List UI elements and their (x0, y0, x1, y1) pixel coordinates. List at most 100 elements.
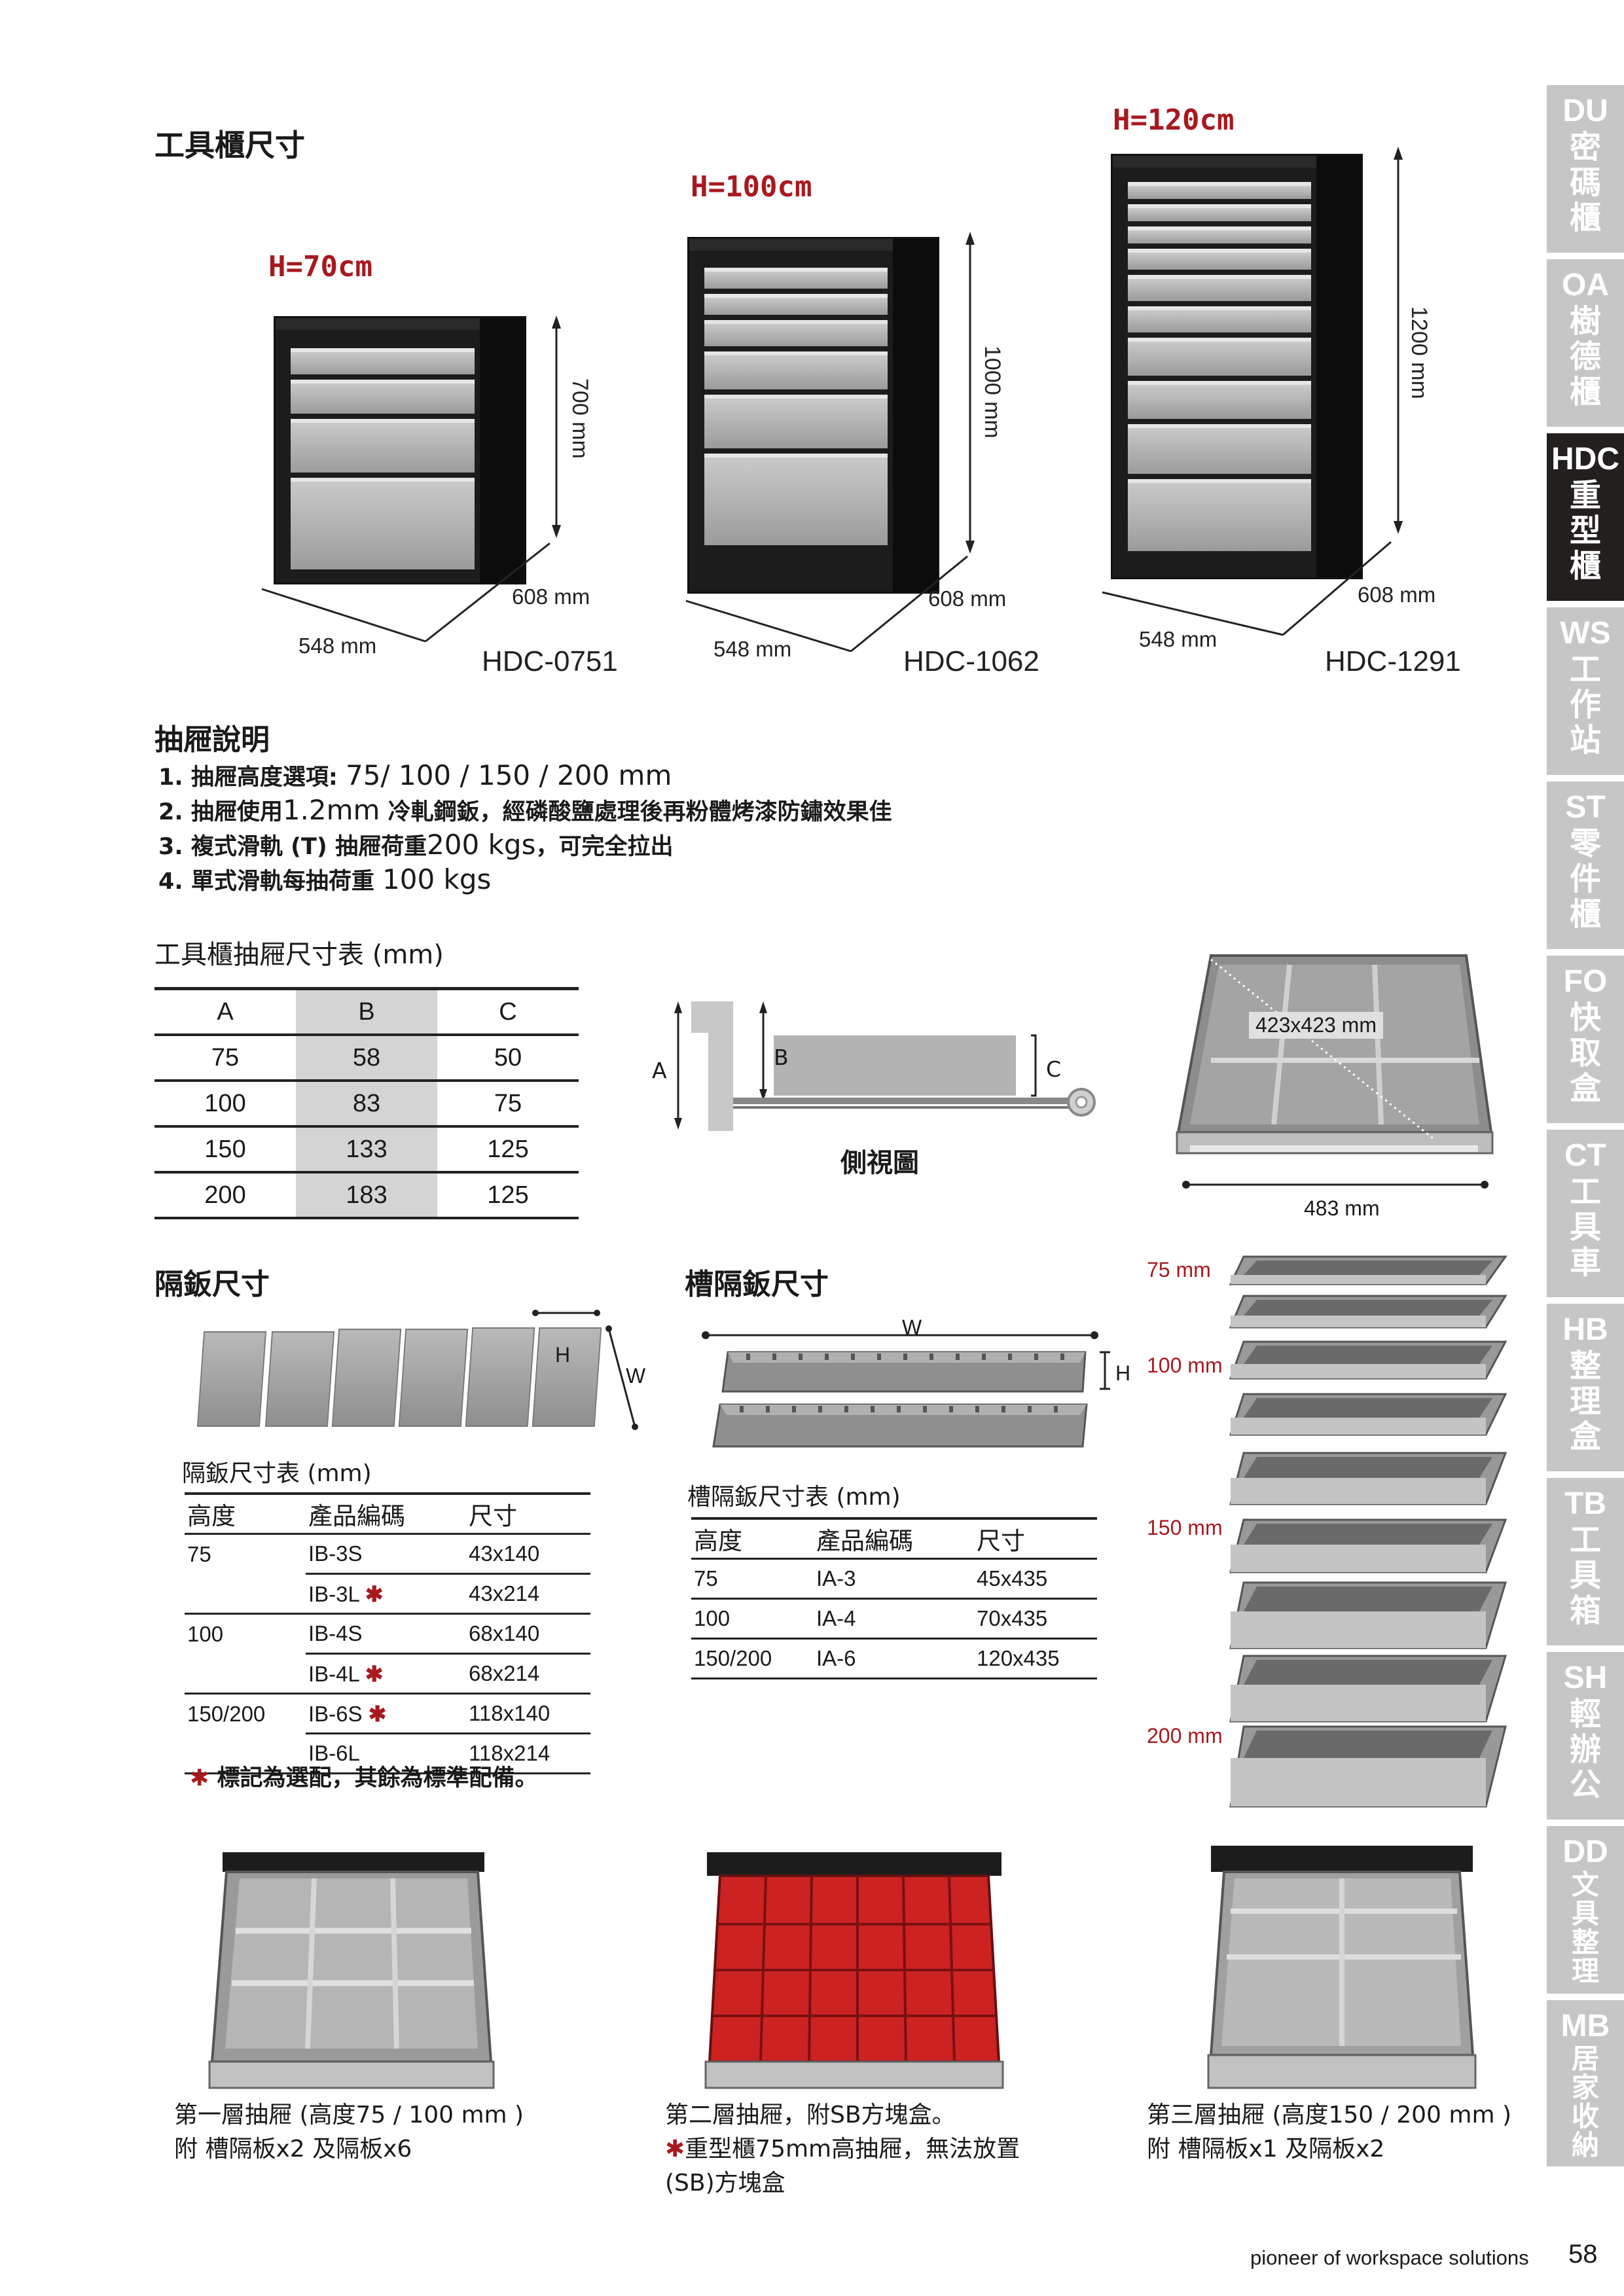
table-row: IB-4L ✱68x214 (185, 1653, 590, 1695)
cabinet-3-dimension-lines (1102, 147, 1403, 636)
cabinet-2-depth-dim: 608 mm (928, 586, 1007, 611)
tab-code: TB (1564, 1486, 1606, 1521)
stack-label-150: 150 mm (1147, 1516, 1223, 1539)
tab-name-char: 理 (1571, 1955, 1599, 1987)
top-drawer-inner-dim: 423x423 mm (1249, 1012, 1383, 1039)
tab-name-char: 工 (1569, 1522, 1601, 1558)
cabinet-1-model: HDC-0751 (482, 645, 618, 677)
tab-name-char: 密 (1569, 129, 1601, 166)
side-view-label-b: B (774, 1045, 789, 1070)
tab-name-char: 車 (1569, 1244, 1601, 1281)
divider-w-label: W (626, 1364, 646, 1388)
tab-name-char: 零 (1569, 825, 1601, 862)
divider-table-title: 隔鈑尺寸表 (mm) (182, 1460, 372, 1487)
tab-name-char: 德 (1569, 338, 1601, 375)
tab-name-char: 居 (1571, 2043, 1599, 2075)
tab-name-char: 樹 (1569, 303, 1601, 340)
tab-code: SH (1563, 1660, 1608, 1695)
cabinet-3-height-title: H=120cm (1113, 103, 1235, 137)
cabinet-1-width-dim: 548 mm (298, 634, 377, 658)
tab-name: 密碼櫃 (1547, 130, 1624, 236)
tab-name-char: 櫃 (1569, 374, 1601, 410)
tab-name: 工具車 (1547, 1174, 1624, 1280)
stack-label-200: 200 mm (1147, 1724, 1223, 1748)
tab-name-char: 辦 (1569, 1731, 1601, 1768)
caption-drawer-1: 第一層抽屜 (高度75 / 100 mm ) 附 槽隔板x2 及隔板x6 (174, 2102, 524, 2162)
cabinet-3-image (1111, 154, 1363, 579)
tab-code: DU (1562, 94, 1608, 128)
tab-code: DD (1562, 1835, 1608, 1869)
cabinet-3-height-dim: 1200 mm (1407, 306, 1432, 399)
table-row: IB-6L 118x214 (185, 1733, 590, 1774)
tab-name-char: 工 (1569, 651, 1601, 688)
tab-name-char: 重 (1569, 477, 1601, 514)
tab-code: ST (1565, 790, 1606, 825)
tab-name-char: 櫃 (1569, 896, 1601, 933)
tab-name-char: 櫃 (1569, 548, 1601, 584)
side-view-diagram (674, 1001, 1096, 1131)
tab-name: 零件櫃 (1547, 826, 1624, 932)
divider-panel-3 (331, 1329, 402, 1427)
drawer-note-item: 3. 複式滑軌 (T) 抽屜荷重200 kgs，可完全拉出 (158, 829, 674, 861)
drawer-note-item: 1. 抽屜高度選項: 75/ 100 / 150 / 200 mm (158, 759, 672, 791)
section-title-slot-divider-size: 槽隔鈑尺寸 (685, 1268, 829, 1301)
tab-code: HDC (1551, 442, 1619, 476)
tab-name: 工作站 (1547, 652, 1624, 758)
cabinet-1-height-title: H=70cm (268, 250, 372, 283)
tab-code: MB (1561, 2009, 1610, 2043)
cabinet-2-width-dim: 548 mm (713, 637, 792, 661)
tab-name-char: 碼 (1569, 164, 1601, 201)
section-title-drawer-notes: 抽屜說明 (154, 723, 270, 757)
cabinet-3-model: HDC-1291 (1325, 645, 1461, 677)
tab-name-char: 櫃 (1569, 200, 1601, 236)
tab-name-char: 快 (1569, 999, 1601, 1036)
tab-name-char: 整 (1569, 1348, 1601, 1384)
tab-name: 重型櫃 (1547, 478, 1624, 584)
tab-name-char: 納 (1571, 2129, 1599, 2161)
cabinet-1-dimension-lines (261, 315, 561, 643)
tab-code: OA (1562, 268, 1609, 302)
tab-name-char: 整 (1571, 1926, 1599, 1958)
table-header-a: A (154, 987, 296, 1036)
tab-name: 整理盒 (1547, 1348, 1624, 1454)
divider-panel-1 (196, 1331, 267, 1427)
cabinet-1-image (274, 316, 526, 584)
tab-name-char: 盒 (1569, 1418, 1601, 1455)
tab-name-char: 具 (1569, 1557, 1601, 1594)
top-drawer-outer-dim: 483 mm (1304, 1196, 1380, 1220)
table-header-row: 高度 產品編碼 尺寸 (185, 1492, 590, 1535)
stack-label-100: 100 mm (1147, 1354, 1223, 1377)
cabinet-2-height-dim: 1000 mm (980, 346, 1005, 439)
tab-name: 快取盒 (1547, 1000, 1624, 1106)
tab-name-char: 文 (1571, 1869, 1599, 1901)
tab-name-char: 件 (1569, 861, 1601, 897)
page-number: 58 (1568, 2240, 1598, 2269)
tab-name-char: 輕 (1569, 1696, 1601, 1732)
drawer-stack-image (1229, 1255, 1507, 1808)
divider-note: ✱ 標記為選配，其餘為標準配備。 (190, 1765, 538, 1791)
tab-code: FO (1563, 964, 1608, 999)
slot-h-label: H (1115, 1361, 1131, 1385)
section-title-cabinet-size: 工具櫃尺寸 (154, 128, 305, 163)
table-row: IB-3L ✱43x214 (185, 1573, 590, 1615)
divider-h-label: H (555, 1343, 571, 1367)
